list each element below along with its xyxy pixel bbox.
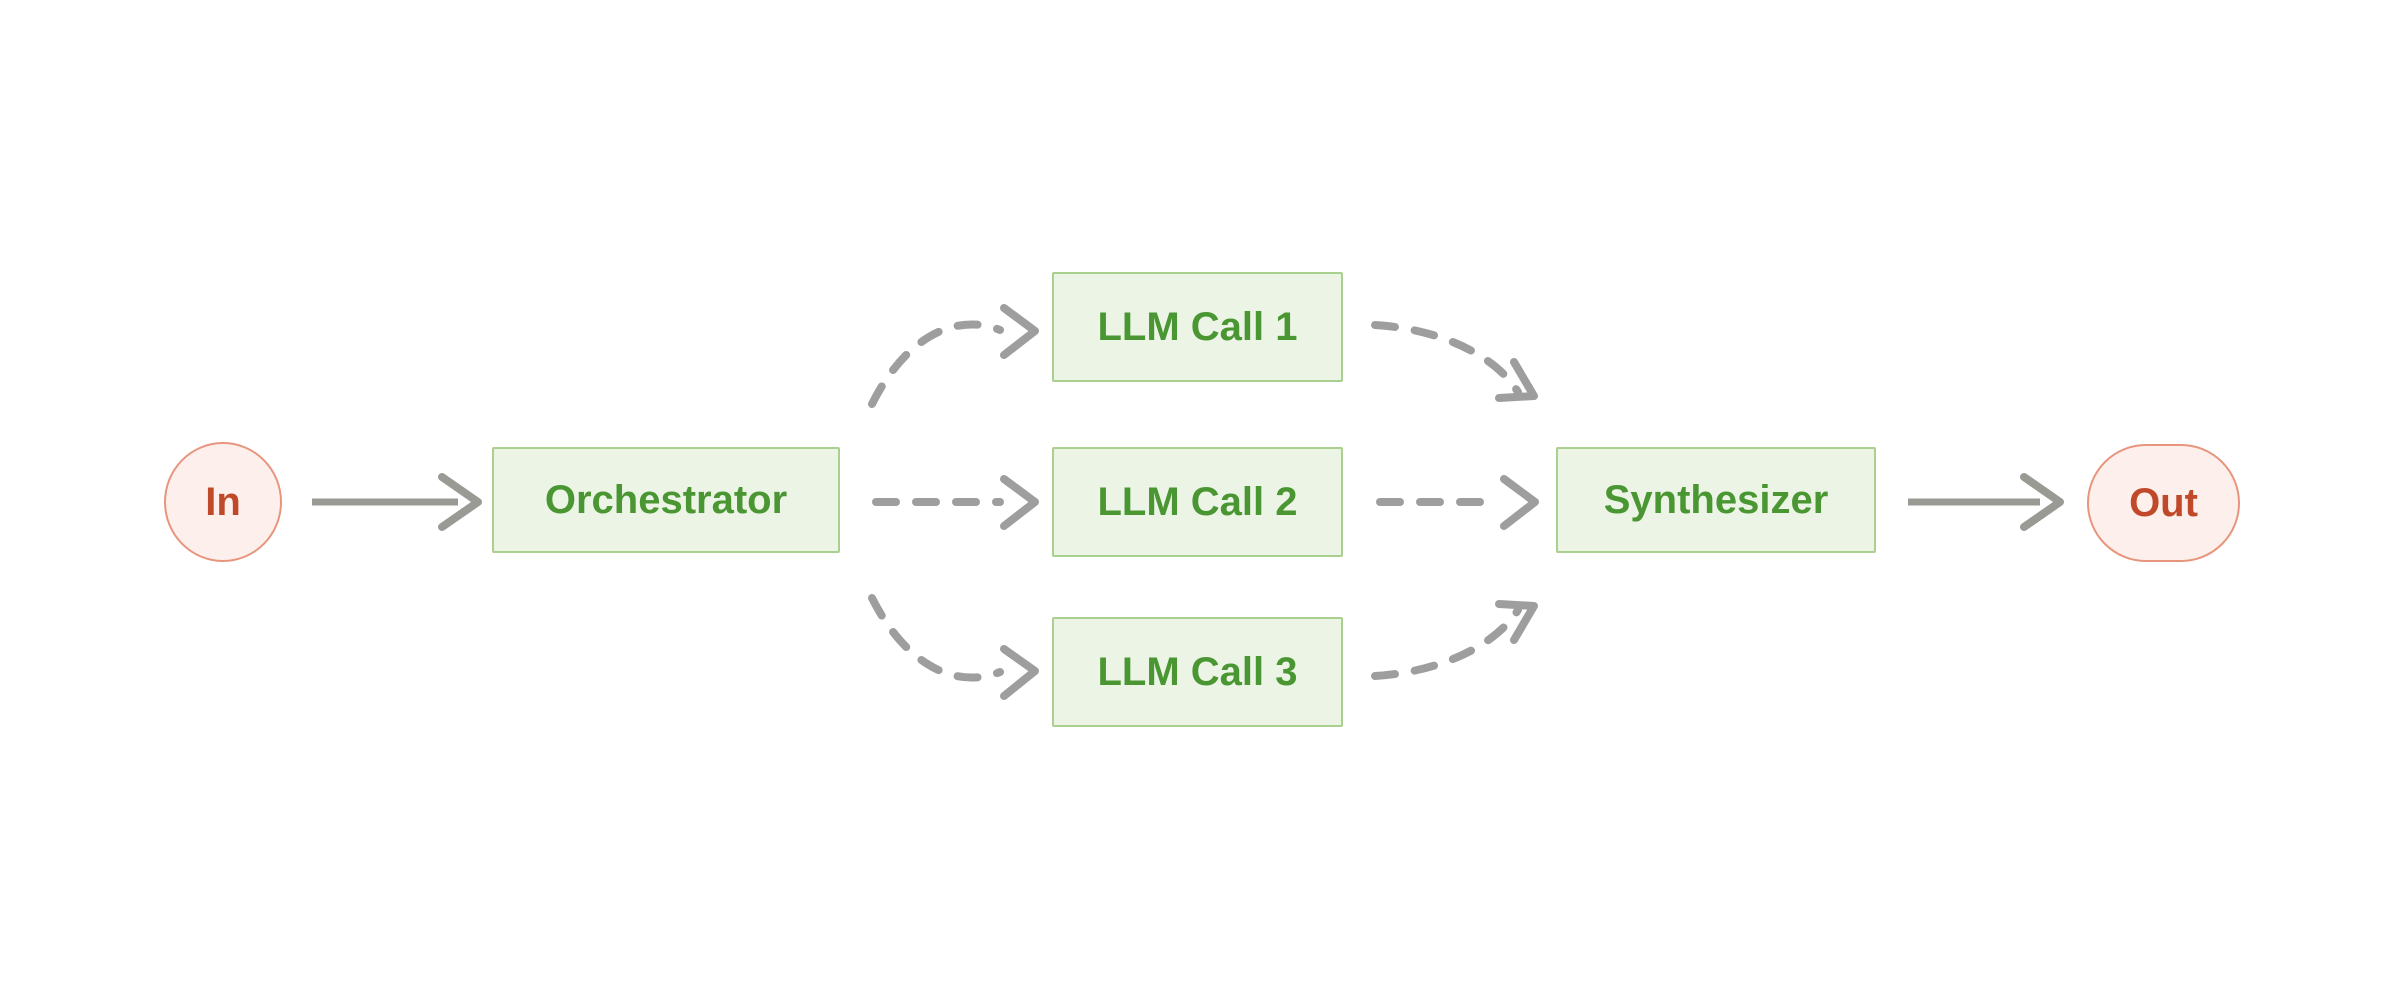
node-out[interactable]: Out: [2087, 444, 2240, 562]
node-synthesizer[interactable]: Synthesizer: [1556, 447, 1876, 553]
node-orchestrator-label: Orchestrator: [544, 478, 788, 522]
edge-llm3-synthesizer: [1371, 600, 1538, 680]
node-llm-call-3[interactable]: LLM Call 3: [1052, 617, 1343, 727]
edge-orchestrator-llm2: [872, 475, 1039, 530]
node-synthesizer-label: Synthesizer: [1603, 478, 1829, 522]
edge-orchestrator-llm1: [868, 304, 1039, 408]
edge-synthesizer-out: [1908, 473, 2064, 531]
node-llm-call-1[interactable]: LLM Call 1: [1052, 272, 1343, 382]
node-in-label: In: [205, 480, 241, 524]
node-llm-call-1-label: LLM Call 1: [1097, 305, 1298, 349]
edge-llm2-synthesizer: [1376, 475, 1539, 530]
node-in[interactable]: In: [164, 442, 282, 562]
node-llm-call-2[interactable]: LLM Call 2: [1052, 447, 1343, 557]
edge-llm1-synthesizer: [1371, 321, 1538, 402]
node-llm-call-2-label: LLM Call 2: [1097, 480, 1298, 524]
node-llm-call-3-label: LLM Call 3: [1097, 650, 1298, 694]
edge-in-orchestrator: [312, 473, 482, 531]
node-out-label: Out: [2129, 481, 2198, 525]
edge-orchestrator-llm3: [868, 594, 1039, 700]
node-orchestrator[interactable]: Orchestrator: [492, 447, 840, 553]
